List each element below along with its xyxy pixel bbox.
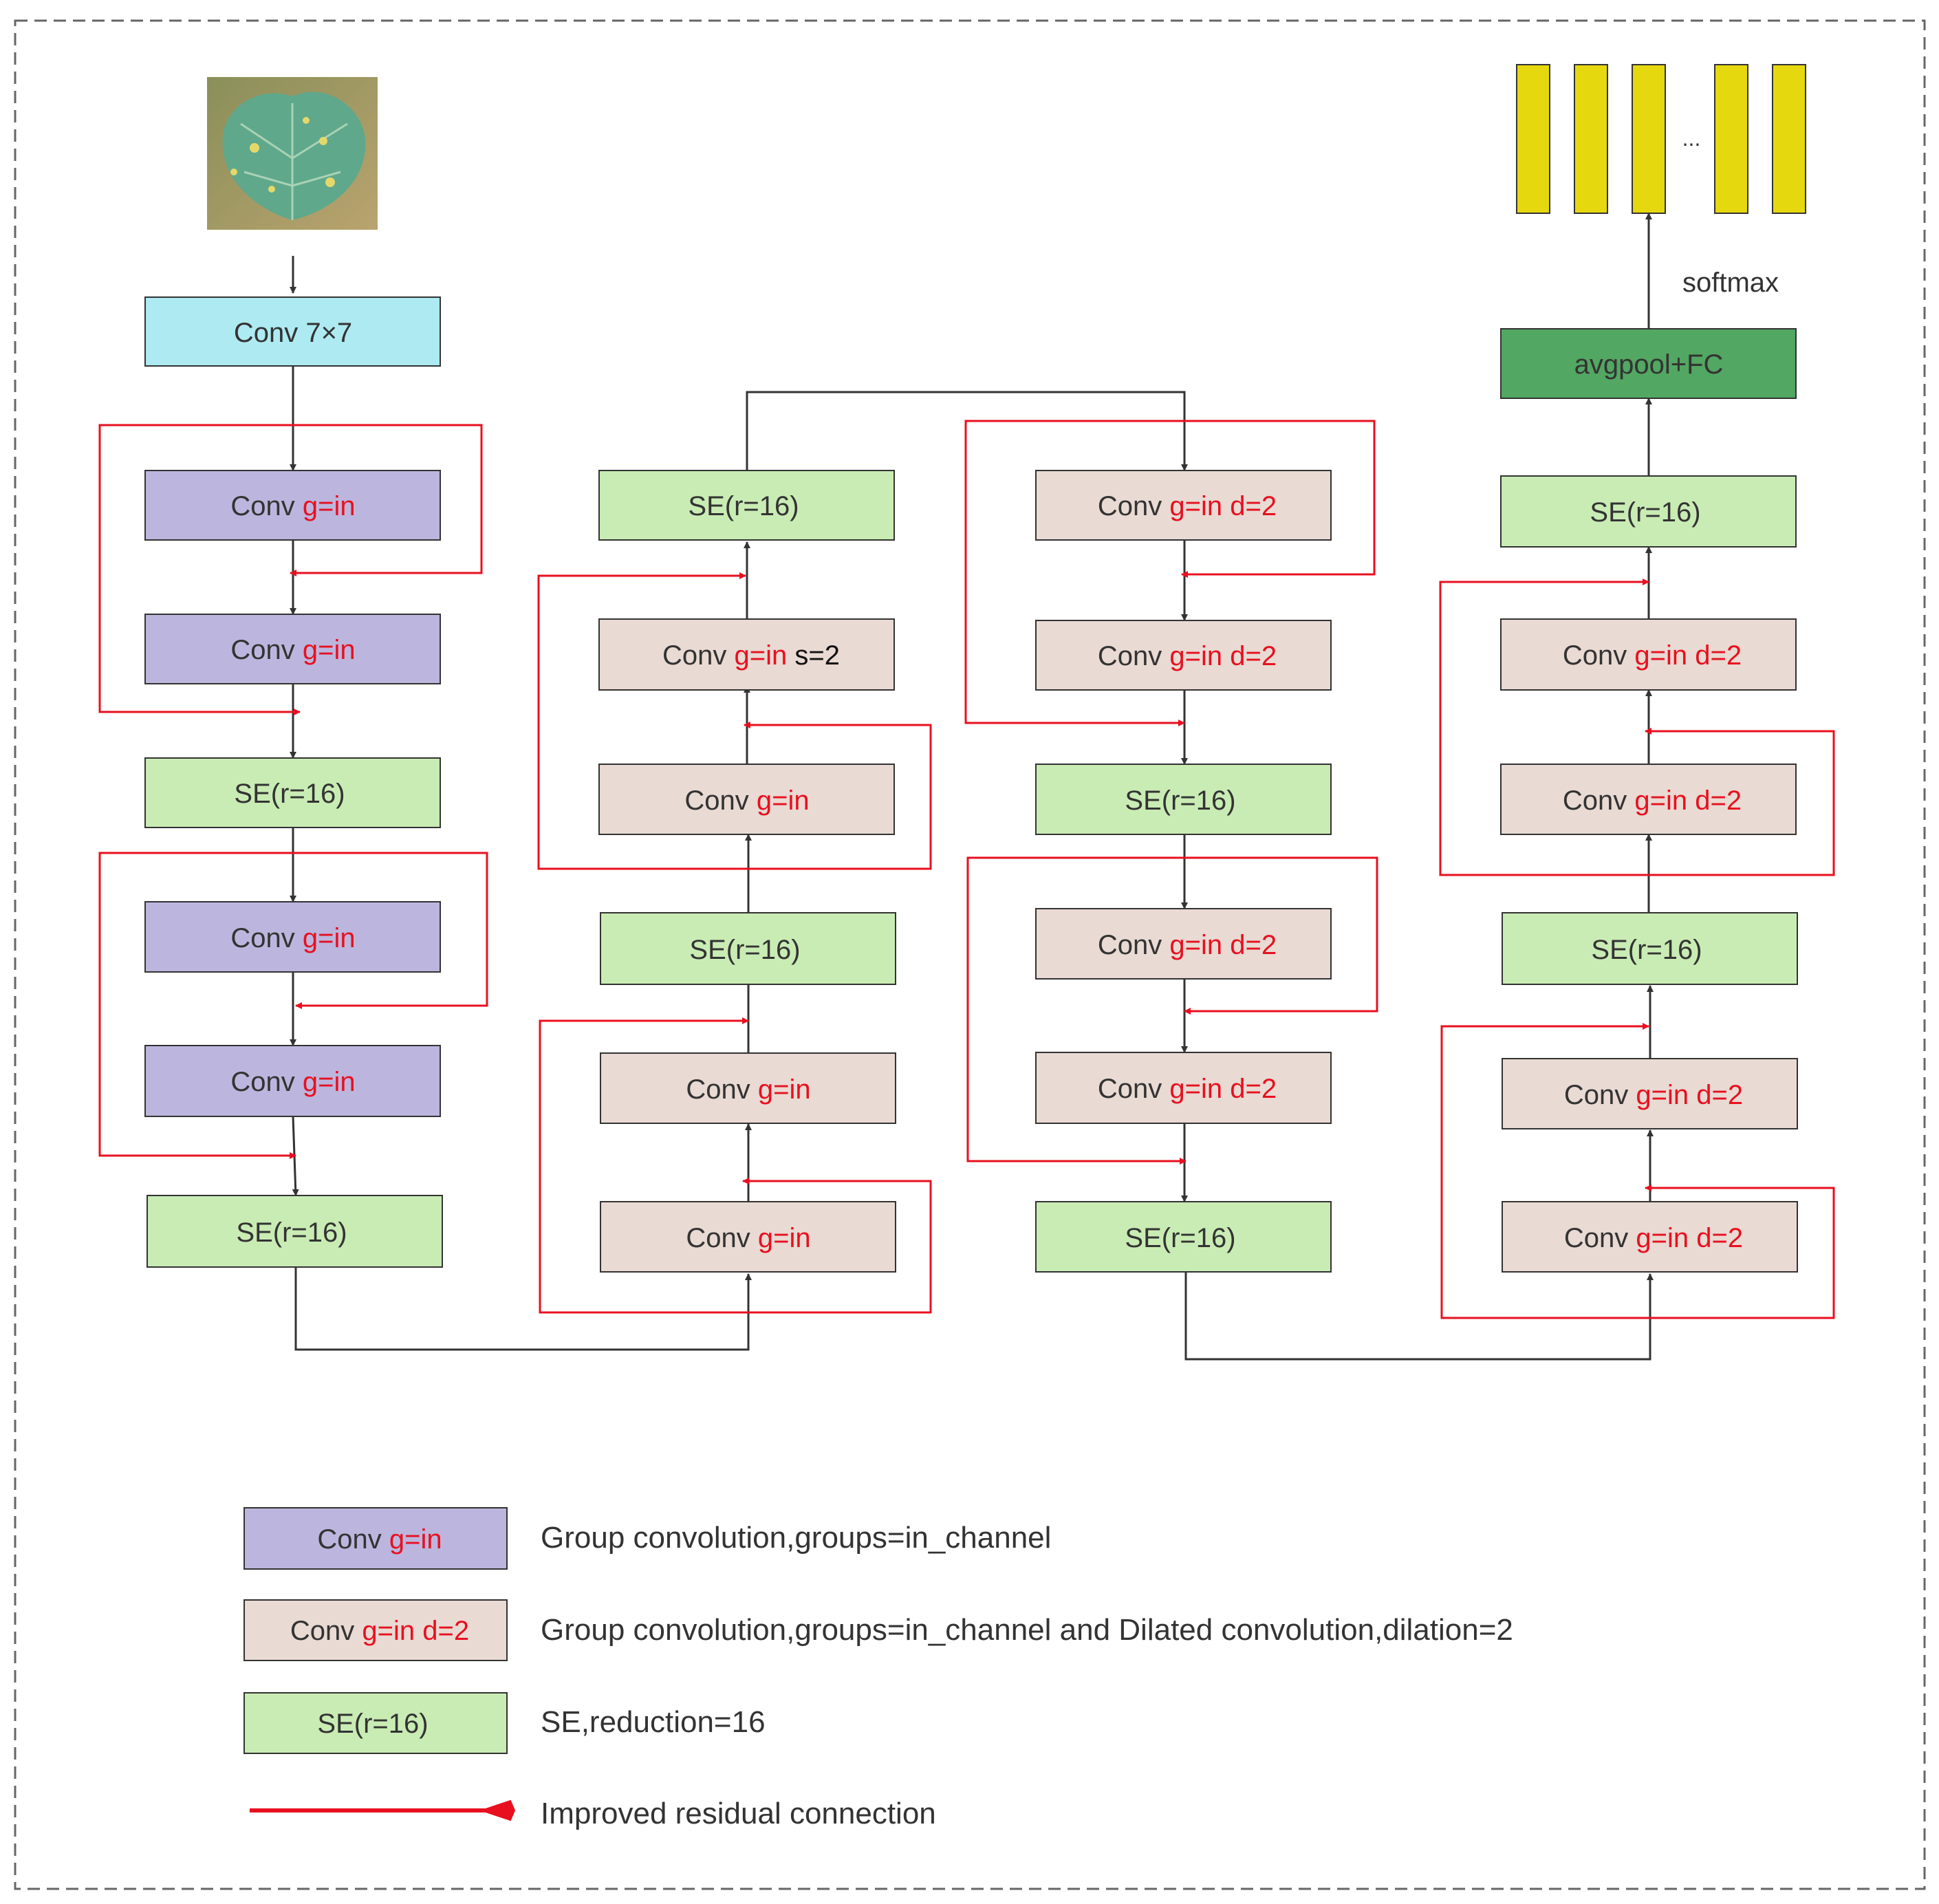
- outer-dashed-frame: [14, 19, 1926, 1890]
- svg-text:avgpool+FC: avgpool+FC: [1574, 349, 1724, 380]
- svg-text:Conv g=in d=2: Conv g=in d=2: [1563, 640, 1742, 671]
- svg-text:Conv g=in: Conv g=in: [684, 786, 809, 816]
- svg-text:Conv g=in: Conv g=in: [230, 491, 355, 521]
- conv-g-in-d2-block: Conv g=in d=2: [1500, 618, 1797, 691]
- conv-g-in-d2-block: Conv g=in d=2: [1502, 1058, 1798, 1129]
- conv-g-in-d2-block: Conv g=in d=2: [1035, 470, 1332, 541]
- svg-text:SE(r=16): SE(r=16): [689, 935, 800, 965]
- svg-text:SE(r=16): SE(r=16): [1591, 935, 1702, 965]
- svg-text:Conv g=in d=2: Conv g=in d=2: [1564, 1080, 1743, 1110]
- svg-text:Conv 7×7: Conv 7×7: [234, 318, 352, 348]
- svg-text:Conv g=in d=2: Conv g=in d=2: [290, 1616, 469, 1646]
- svg-text:SE(r=16): SE(r=16): [1125, 1223, 1235, 1253]
- main-flow-lines: [290, 213, 1654, 1361]
- feature-bars: [1516, 64, 1806, 214]
- svg-text:Conv g=in d=2: Conv g=in d=2: [1563, 786, 1742, 816]
- svg-text:Conv g=in: Conv g=in: [230, 923, 355, 953]
- svg-text:Conv g=in: Conv g=in: [230, 1067, 355, 1097]
- svg-text:Conv g=in: Conv g=in: [230, 635, 355, 665]
- conv-g-in-block: Conv g=in: [144, 1045, 441, 1117]
- conv-g-in-d2-block: Conv g=in d=2: [1035, 620, 1332, 691]
- legend-se-desc: SE,reduction=16: [541, 1705, 766, 1739]
- svg-text:SE(r=16): SE(r=16): [234, 779, 345, 809]
- se-block: SE(r=16): [600, 912, 896, 985]
- conv-g-in-block: Conv g=in: [144, 614, 441, 684]
- svg-text:Conv g=in d=2: Conv g=in d=2: [1098, 1074, 1277, 1104]
- conv-g-in-d2-block: Conv g=in d=2: [1035, 1052, 1332, 1124]
- conv-g-in-d2-block: Conv g=in d=2: [1502, 1201, 1798, 1273]
- se-block: SE(r=16): [1035, 1201, 1332, 1273]
- svg-text:SE(r=16): SE(r=16): [1125, 786, 1235, 816]
- svg-text:SE(r=16): SE(r=16): [1590, 497, 1700, 528]
- svg-text:SE(r=16): SE(r=16): [236, 1218, 347, 1248]
- conv-g-in-block: Conv g=in: [598, 764, 895, 835]
- conv-g-in-block: Conv g=in: [600, 1201, 896, 1273]
- leaf-image-icon: [207, 77, 378, 230]
- svg-text:SE(r=16): SE(r=16): [688, 491, 799, 521]
- conv-g-in-s2-block: Conv g=in s=2: [598, 618, 895, 691]
- svg-text:Conv g=in d=2: Conv g=in d=2: [1098, 930, 1277, 960]
- avgpool-fc-block: avgpool+FC: [1500, 328, 1797, 399]
- legend-green-box: SE(r=16): [243, 1692, 508, 1754]
- svg-text:Conv g=in: Conv g=in: [317, 1524, 442, 1555]
- svg-text:SE(r=16): SE(r=16): [317, 1709, 428, 1739]
- softmax-label: softmax: [1682, 268, 1779, 298]
- conv-g-in-block: Conv g=in: [144, 470, 441, 541]
- conv-g-in-d2-block: Conv g=in d=2: [1500, 764, 1797, 835]
- se-block: SE(r=16): [144, 757, 441, 828]
- legend-tan-box: Conv g=in d=2: [243, 1599, 508, 1661]
- svg-text:Conv g=in: Conv g=in: [686, 1223, 810, 1253]
- residual-connections: [98, 420, 1835, 1319]
- legend-group-desc: Group convolution,groups=in_channel: [541, 1521, 1051, 1555]
- se-block: SE(r=16): [1035, 764, 1332, 835]
- se-block: SE(r=16): [147, 1195, 443, 1268]
- legend: Conv g=in Group convolution,groups=in_ch…: [243, 1507, 1513, 1830]
- svg-text:Conv g=in: Conv g=in: [686, 1074, 810, 1105]
- conv-g-in-block: Conv g=in: [144, 901, 441, 973]
- svg-text:Conv g=in d=2: Conv g=in d=2: [1564, 1223, 1743, 1253]
- conv7x7-block: Conv 7×7: [144, 296, 441, 367]
- legend-purple-box: Conv g=in: [243, 1507, 508, 1570]
- svg-text:Conv g=in d=2: Conv g=in d=2: [1098, 491, 1277, 521]
- conv-g-in-block: Conv g=in: [600, 1052, 896, 1124]
- svg-text:Conv g=in s=2: Conv g=in s=2: [662, 640, 840, 671]
- legend-dilated-desc: Group convolution,groups=in_channel and …: [541, 1613, 1513, 1647]
- svg-text:Conv g=in d=2: Conv g=in d=2: [1098, 641, 1277, 671]
- se-block: SE(r=16): [598, 470, 895, 541]
- se-block: SE(r=16): [1502, 912, 1798, 985]
- conv-g-in-d2-block: Conv g=in d=2: [1035, 908, 1332, 980]
- ellipsis: ...: [1682, 126, 1701, 151]
- se-block: SE(r=16): [1500, 475, 1797, 548]
- legend-residual-desc: Improved residual connection: [541, 1797, 936, 1830]
